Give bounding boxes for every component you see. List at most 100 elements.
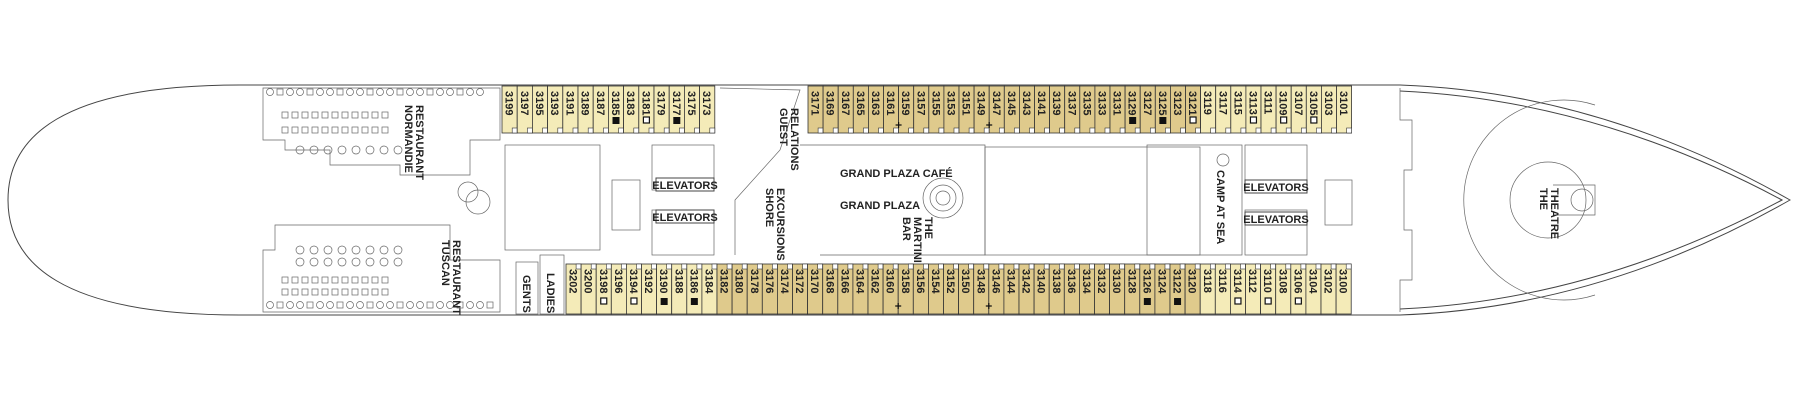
cabin-3147[interactable]: 3147: [986, 85, 1005, 134]
cabin-3158[interactable]: 3158: [895, 263, 914, 315]
cabin-3184[interactable]: 3184: [701, 263, 718, 315]
cabin-3104[interactable]: 3104: [1305, 263, 1322, 315]
cabin-3106[interactable]: 3106: [1290, 263, 1307, 315]
cabin-3135[interactable]: 3135: [1079, 85, 1096, 134]
cabin-3192[interactable]: 3192: [641, 263, 658, 315]
cabin-3105[interactable]: 3105: [1305, 85, 1322, 134]
cabin-3198[interactable]: 3198: [595, 263, 612, 315]
cabin-3120[interactable]: 3120: [1184, 263, 1201, 315]
cabin-3185[interactable]: 3185: [608, 85, 625, 134]
cabin-3124[interactable]: 3124: [1154, 263, 1171, 315]
cabin-3194[interactable]: 3194: [626, 263, 642, 315]
cabin-3133[interactable]: 3133: [1094, 85, 1111, 134]
cabin-3157[interactable]: 3157: [913, 85, 930, 134]
cabin-3155[interactable]: 3155: [928, 85, 945, 134]
cabin-3108[interactable]: 3108: [1275, 263, 1292, 315]
cabin-3195[interactable]: 3195: [532, 85, 549, 134]
cabin-3126[interactable]: 3126: [1139, 263, 1156, 315]
cabin-3169[interactable]: 3169: [822, 85, 839, 134]
cabin-3122[interactable]: 3122: [1169, 263, 1186, 315]
cabin-3141[interactable]: 3141: [1034, 85, 1051, 134]
cabin-3168[interactable]: 3168: [822, 263, 839, 315]
cabin-3176[interactable]: 3176: [761, 263, 778, 315]
cabin-3190[interactable]: 3190: [656, 263, 673, 315]
cabin-3148[interactable]: 3148: [973, 263, 990, 315]
cabin-3182[interactable]: 3182: [716, 263, 733, 315]
cabin-3181[interactable]: 3181: [638, 85, 655, 134]
cabin-3138[interactable]: 3138: [1048, 263, 1065, 315]
cabin-3131[interactable]: 3131: [1109, 85, 1126, 134]
cabin-3186[interactable]: 3186: [686, 263, 703, 315]
cabin-3143[interactable]: 3143: [1019, 85, 1035, 134]
cabin-3162[interactable]: 3162: [867, 263, 884, 315]
cabin-3116[interactable]: 3116: [1214, 263, 1231, 315]
cabin-3150[interactable]: 3150: [958, 263, 975, 315]
cabin-3112[interactable]: 3112: [1245, 263, 1262, 315]
cabin-3189[interactable]: 3189: [577, 85, 594, 134]
cabin-3183[interactable]: 3183: [623, 85, 640, 134]
cabin-3177[interactable]: 3177: [668, 85, 685, 134]
cabin-3175[interactable]: 3175: [684, 85, 701, 134]
cabin-3136[interactable]: 3136: [1063, 263, 1080, 315]
cabin-3152[interactable]: 3152: [943, 263, 960, 315]
cabin-3196[interactable]: 3196: [610, 263, 627, 315]
cabin-3179[interactable]: 3179: [653, 85, 670, 134]
cabin-3173[interactable]: 3173: [699, 85, 716, 134]
cabin-3125[interactable]: 3125: [1154, 85, 1171, 134]
cabin-3161[interactable]: 3161: [883, 85, 900, 134]
cabin-3140[interactable]: 3140: [1033, 263, 1050, 315]
cabin-3156[interactable]: 3156: [912, 263, 929, 315]
cabin-3129[interactable]: 3129: [1124, 85, 1141, 134]
cabin-3199[interactable]: 3199: [501, 85, 518, 134]
cabin-3134[interactable]: 3134: [1079, 263, 1095, 315]
cabin-3109[interactable]: 3109: [1275, 85, 1292, 134]
cabin-3121[interactable]: 3121: [1185, 85, 1202, 134]
cabin-3132[interactable]: 3132: [1094, 263, 1111, 315]
cabin-3130[interactable]: 3130: [1109, 263, 1126, 315]
cabin-3118[interactable]: 3118: [1199, 263, 1216, 315]
cabin-3191[interactable]: 3191: [562, 85, 579, 134]
cabin-3119[interactable]: 3119: [1200, 85, 1217, 134]
cabin-3149[interactable]: 3149: [973, 85, 990, 134]
cabin-3111[interactable]: 3111: [1260, 85, 1277, 134]
cabin-3160[interactable]: 3160: [882, 263, 899, 315]
cabin-3172[interactable]: 3172: [792, 263, 809, 315]
cabin-3171[interactable]: 3171: [807, 85, 824, 134]
cabin-3166[interactable]: 3166: [837, 263, 854, 315]
cabin-3187[interactable]: 3187: [592, 85, 609, 134]
cabin-3174[interactable]: 3174: [777, 263, 793, 315]
cabin-3145[interactable]: 3145: [1003, 85, 1020, 134]
cabin-3146[interactable]: 3146: [985, 263, 1005, 315]
cabin-3165[interactable]: 3165: [852, 85, 869, 134]
cabin-3114[interactable]: 3114: [1230, 263, 1246, 315]
cabin-3102[interactable]: 3102: [1320, 263, 1337, 315]
cabin-3151[interactable]: 3151: [958, 85, 975, 134]
cabin-3127[interactable]: 3127: [1139, 85, 1156, 134]
cabin-3101[interactable]: 3101: [1336, 85, 1353, 134]
cabin-3178[interactable]: 3178: [746, 263, 763, 315]
cabin-3142[interactable]: 3142: [1018, 263, 1035, 315]
cabin-3110[interactable]: 3110: [1260, 263, 1277, 315]
cabin-3100[interactable]: 3100: [1335, 263, 1352, 315]
cabin-3167[interactable]: 3167: [837, 85, 854, 134]
cabin-3164[interactable]: 3164: [852, 263, 869, 315]
cabin-3159[interactable]: 3159: [895, 85, 915, 134]
cabin-3202[interactable]: 3202: [565, 263, 582, 315]
cabin-3193[interactable]: 3193: [547, 85, 564, 134]
cabin-3154[interactable]: 3154: [928, 263, 944, 315]
cabin-3115[interactable]: 3115: [1230, 85, 1247, 134]
cabin-3113[interactable]: 3113: [1245, 85, 1262, 134]
cabin-3188[interactable]: 3188: [671, 263, 688, 315]
cabin-3107[interactable]: 3107: [1290, 85, 1307, 134]
cabin-3139[interactable]: 3139: [1049, 85, 1066, 134]
cabin-3144[interactable]: 3144: [1003, 263, 1020, 315]
cabin-3170[interactable]: 3170: [807, 263, 824, 315]
cabin-3197[interactable]: 3197: [516, 85, 533, 134]
cabin-3200[interactable]: 3200: [580, 263, 597, 315]
cabin-3123[interactable]: 3123: [1170, 85, 1186, 134]
cabin-3163[interactable]: 3163: [868, 85, 884, 134]
cabin-3128[interactable]: 3128: [1124, 263, 1141, 315]
cabin-3103[interactable]: 3103: [1321, 85, 1337, 134]
cabin-3180[interactable]: 3180: [731, 263, 748, 315]
cabin-3117[interactable]: 3117: [1215, 85, 1232, 134]
